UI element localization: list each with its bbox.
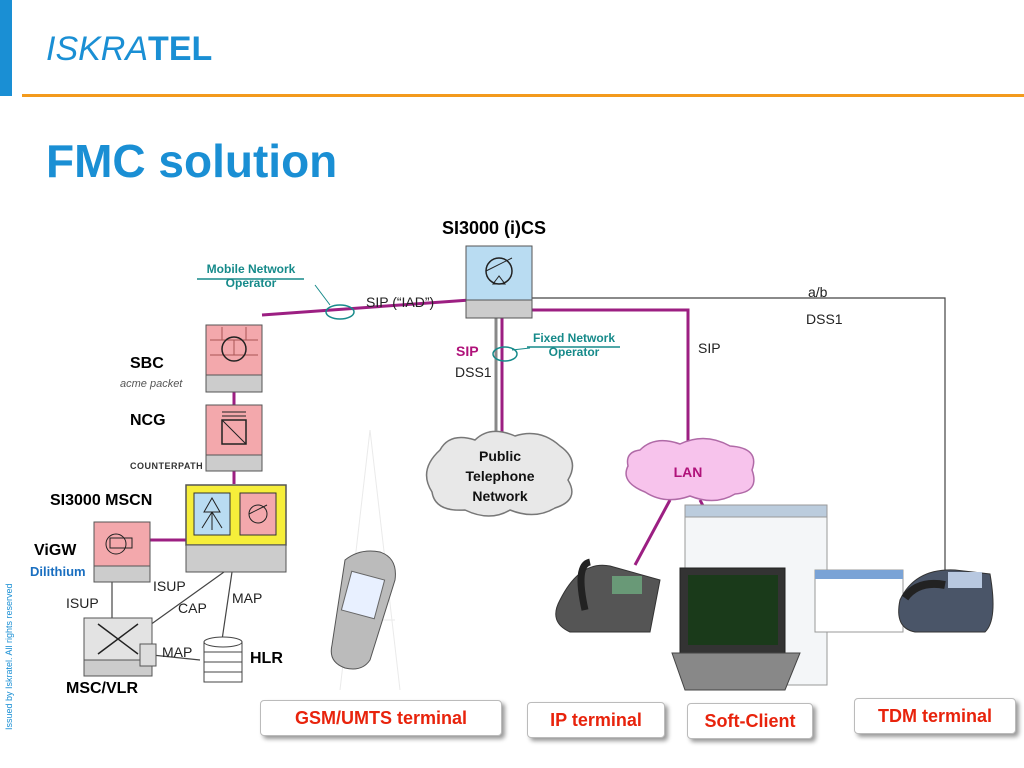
ab-label: a/b [808, 284, 828, 300]
fixed-operator-label: Fixed Network Operator [532, 331, 616, 359]
link-cs-tdm [530, 297, 946, 570]
hlr-database-icon [203, 636, 243, 683]
link-mscn-msc [149, 571, 225, 626]
sip-label-pstn: SIP [456, 343, 479, 359]
ncg-label: NCG [130, 412, 166, 429]
dss1-label-tdm: DSS1 [806, 311, 843, 327]
sip-iad-label: SIP (“IAD”) [366, 294, 435, 310]
link-sbc-cs [261, 298, 471, 317]
si3000-mscn-label: SI3000 MSCN [50, 492, 153, 509]
gsm-phone-icon [330, 550, 396, 670]
fixed-operator-oval [492, 346, 518, 362]
vigw-label: ViGW [34, 542, 77, 559]
tdm-phone-icon [898, 569, 994, 633]
msc-vlr-node [83, 617, 157, 677]
soft-client-button[interactable]: Soft-Client [687, 703, 813, 739]
link-msc-hlr [151, 654, 201, 661]
sip-label-lan: SIP [698, 340, 721, 356]
lan-cloud [625, 437, 755, 502]
link-lan-phone [633, 499, 672, 566]
cap-label: CAP [178, 600, 207, 616]
hlr-label: HLR [250, 650, 283, 667]
sbc-label: SBC [130, 355, 164, 372]
isup-label-vigw: ISUP [66, 595, 99, 611]
sbc-node [205, 324, 263, 393]
map-label-mscn: MAP [232, 590, 263, 606]
map-label-msc: MAP [162, 644, 193, 660]
mobile-operator-label: Mobile Network Operator [206, 262, 296, 290]
gsm-terminal-button[interactable]: GSM/UMTS terminal [260, 700, 502, 736]
pstn-cloud-label: Public Telephone Network [465, 448, 535, 504]
ip-terminal-button[interactable]: IP terminal [527, 702, 665, 738]
si3000-cs-node [465, 245, 533, 319]
isup-label-mscn: ISUP [153, 578, 186, 594]
mobile-operator-oval [325, 304, 355, 320]
sbc-vendor-logo: acme packet [120, 378, 183, 390]
si3000-cs-label: SI3000 (i)CS [442, 218, 547, 238]
vigw-node [93, 521, 151, 583]
ip-phone-icon [555, 558, 661, 633]
ncg-node [205, 404, 263, 472]
tdm-terminal-button[interactable]: TDM terminal [854, 698, 1016, 734]
lan-cloud-label: LAN [673, 464, 703, 480]
iskratel-logo: ISKRATEL [46, 30, 213, 68]
page-title: FMC solution [46, 135, 338, 187]
si3000-mscn-node [185, 484, 287, 573]
header-rule [22, 94, 1024, 97]
laptop-softclient-icon [671, 504, 904, 691]
link-cs-lan [530, 308, 690, 445]
ncg-vendor-logo: COUNTERPATH [130, 461, 204, 471]
msc-vlr-label: MSC/VLR [66, 680, 138, 697]
vigw-vendor-logo: Dilithium [30, 564, 86, 579]
pstn-cloud [425, 430, 574, 517]
link-mscn-hlr [221, 571, 233, 641]
dss1-label-pstn: DSS1 [455, 364, 492, 380]
accent-bar [0, 0, 12, 96]
